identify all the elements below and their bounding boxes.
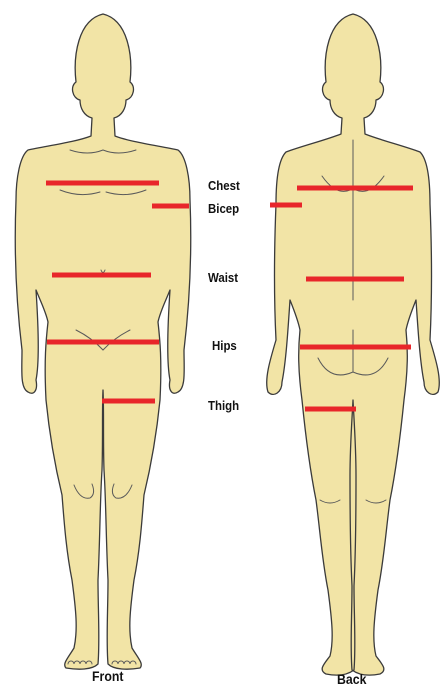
back-caption: Back	[337, 671, 366, 687]
hips-label: Hips	[212, 338, 237, 353]
thigh-label: Thigh	[208, 398, 239, 413]
front-figure	[15, 14, 191, 669]
waist-label: Waist	[208, 270, 238, 285]
chest-label: Chest	[208, 178, 240, 193]
back-figure	[267, 14, 440, 675]
bicep-label: Bicep	[208, 201, 239, 216]
front-caption: Front	[92, 668, 123, 684]
